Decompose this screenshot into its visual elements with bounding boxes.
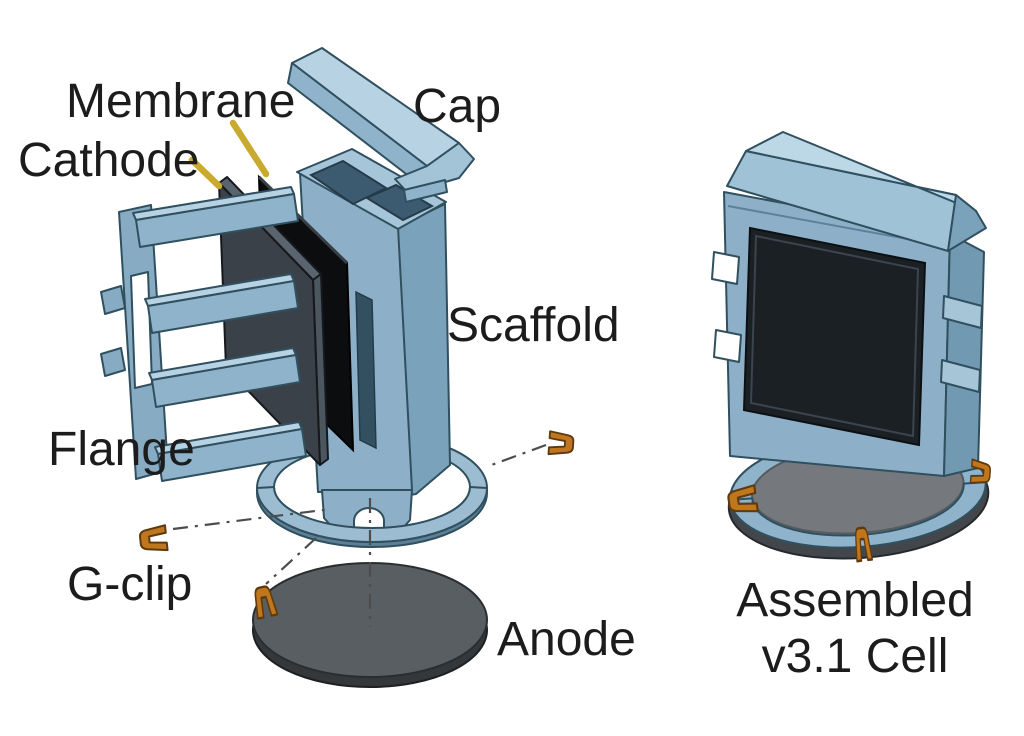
caption-assembled-line1: Assembled — [736, 574, 973, 627]
assembled-view: Assembled v3.1 Cell — [711, 131, 992, 683]
scaffold-pocket-left — [308, 159, 389, 206]
assembly-centerlines — [172, 443, 547, 627]
callout-leaders — [188, 119, 270, 190]
scaffold-pocket-right — [364, 183, 435, 222]
g-clip-right — [547, 430, 575, 457]
label-g-clip: G-clip — [67, 558, 192, 611]
label-cap: Cap — [413, 80, 501, 133]
assembled-cap — [726, 131, 987, 252]
label-scaffold: Scaffold — [447, 299, 620, 352]
caption-assembled-line2: v3.1 Cell — [762, 630, 949, 683]
membrane-leader-line — [229, 119, 270, 178]
flange-part — [100, 186, 307, 482]
label-anode: Anode — [497, 613, 636, 666]
assembled-body — [711, 191, 985, 477]
cap-part — [287, 47, 475, 203]
label-membrane: Membrane — [66, 75, 295, 128]
label-flange: Flange — [48, 423, 195, 476]
assembled-window — [742, 226, 927, 447]
anode-part — [252, 562, 488, 688]
label-cathode: Cathode — [18, 134, 199, 187]
g-clip-left — [138, 524, 169, 554]
cathode-leader-line — [188, 156, 223, 190]
exploded-view: Membrane Cathode Cap Scaffold Flange G-c… — [18, 47, 636, 688]
